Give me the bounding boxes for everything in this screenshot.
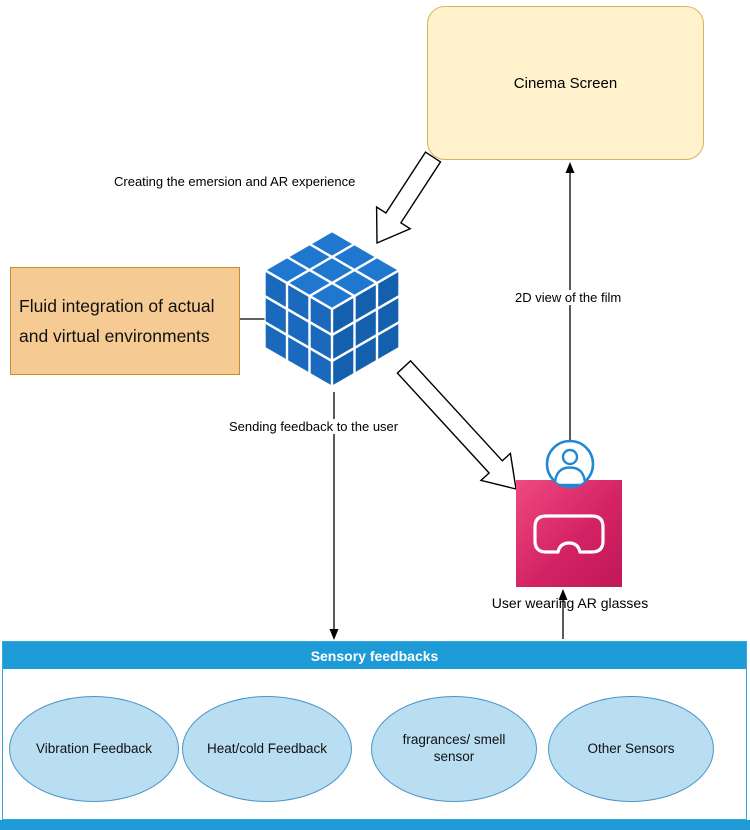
node-cinema-screen[interactable]: Cinema Screen: [427, 6, 704, 160]
ar-goggles-icon: [533, 513, 605, 554]
sensor-ellipse-vibration[interactable]: Vibration Feedback: [9, 696, 179, 802]
label-2d-view: 2D view of the film: [513, 290, 624, 305]
sensor-ellipse-heat-cold[interactable]: Heat/cold Feedback: [182, 696, 352, 802]
sensor-label: fragrances/ smell sensor: [402, 732, 506, 764]
sensor-label: Vibration Feedback: [35, 740, 153, 756]
cube-icon[interactable]: [262, 228, 402, 388]
person-icon: [545, 439, 595, 489]
sensor-label: Other Sensors: [587, 740, 675, 756]
sensory-feedbacks-header[interactable]: Sensory feedbacks: [3, 642, 746, 669]
sensory-feedbacks-container: Sensory feedbacks Vibration Feedback Hea…: [2, 641, 747, 820]
arrow-cube-to-user: [396, 359, 517, 490]
label-sending-feedback: Sending feedback to the user: [227, 419, 401, 434]
node-user-ar-glasses[interactable]: [516, 480, 622, 587]
fluid-integration-label: Fluid integration of actual and virtual …: [19, 295, 215, 346]
sensor-ellipse-fragrance[interactable]: fragrances/ smell sensor: [371, 696, 537, 802]
arrow-screen-to-cube: [375, 151, 442, 245]
label-user-ar-glasses: User wearing AR glasses: [491, 595, 649, 611]
cinema-screen-label: Cinema Screen: [513, 74, 618, 92]
label-creating-emersion: Creating the emersion and AR experience: [112, 174, 358, 189]
arrow-user-to-screen: [565, 162, 575, 441]
bottom-blue-bar: [0, 820, 750, 830]
sensor-label: Heat/cold Feedback: [206, 740, 328, 756]
sensory-feedbacks-title: Sensory feedbacks: [310, 647, 439, 664]
arrow-sensory-to-user: [558, 589, 568, 639]
node-fluid-integration[interactable]: Fluid integration of actual and virtual …: [10, 267, 240, 375]
sensor-ellipse-other[interactable]: Other Sensors: [548, 696, 714, 802]
